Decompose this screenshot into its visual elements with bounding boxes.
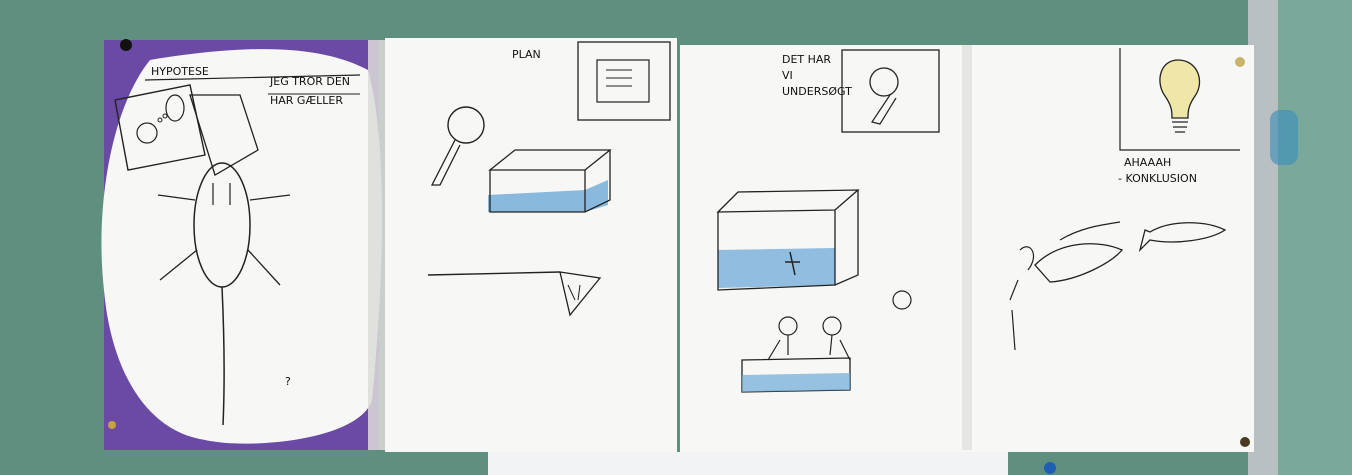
wall-right	[1278, 0, 1352, 475]
blue-stain	[1270, 110, 1298, 165]
blue-magnet	[1044, 462, 1056, 474]
tank-water	[718, 248, 835, 288]
brass-pin	[1235, 57, 1245, 67]
panel-3-investigated: DET HAR VI UNDERSØGT	[680, 45, 972, 452]
panel-2-plan: PLAN	[385, 38, 677, 452]
paper-sheet-2	[385, 38, 677, 452]
handwritten-hypotese: HYPOTESE	[151, 65, 209, 78]
bottom-paper	[488, 452, 1008, 475]
handwritten-jeg-tror-den: JEG TROR DEN	[269, 75, 350, 88]
handwritten-plan: PLAN	[512, 48, 541, 61]
handwritten-vi: VI	[782, 69, 793, 82]
handwritten-ahaaah: AHAAAH	[1124, 156, 1171, 169]
paper-sheet-4	[972, 45, 1254, 452]
handwritten-konklusion: - KONKLUSION	[1118, 172, 1197, 185]
dark-pin	[1240, 437, 1250, 447]
panel-1-hypothesis: HYPOTESE JEG TROR DEN HAR GÆLLER ?	[101, 39, 382, 450]
question-mark: ?	[285, 375, 291, 388]
brass-pin	[108, 421, 116, 429]
handwritten-det-har: DET HAR	[782, 53, 831, 66]
handwritten-har-gaeller: HAR GÆLLER	[270, 94, 343, 107]
panel-4-conclusion: AHAAAH - KONKLUSION	[972, 45, 1254, 452]
black-pin	[120, 39, 132, 51]
white-oval-paper	[101, 49, 382, 444]
